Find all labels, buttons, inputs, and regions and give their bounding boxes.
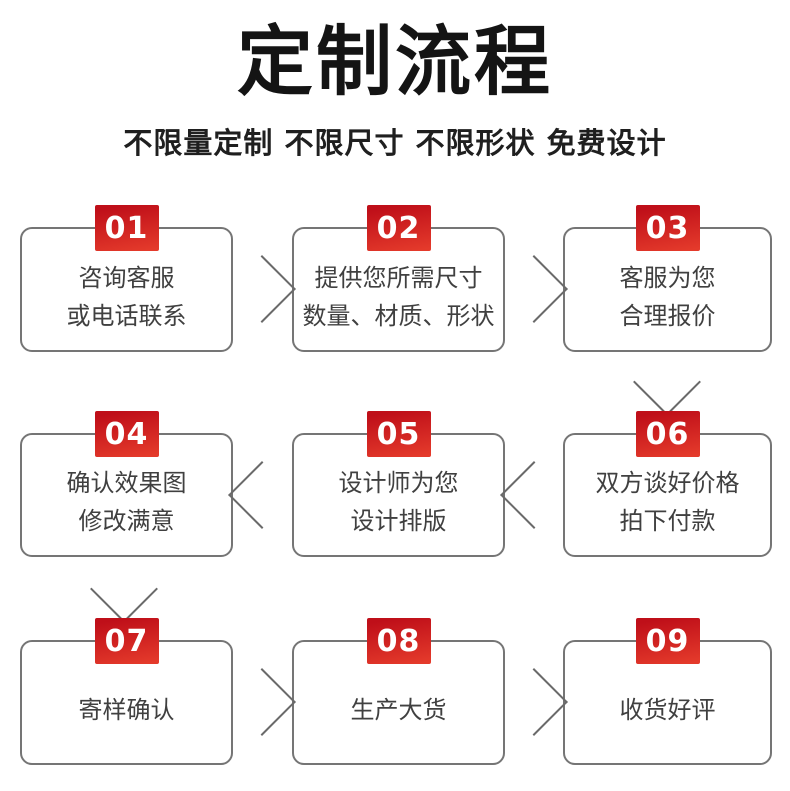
step-number: 02 xyxy=(376,210,421,246)
page-subtitle: 不限量定制 不限尺寸 不限形状 免费设计 xyxy=(123,126,667,160)
step-card-01: 01 咨询客服 或电话联系 xyxy=(20,205,233,352)
step-card-04: 04 确认效果图 修改满意 xyxy=(20,411,233,557)
step-card-03: 03 客服为您 合理报价 xyxy=(563,205,772,352)
step-number-badge: 01 xyxy=(94,205,159,251)
step-number: 01 xyxy=(104,210,149,246)
step-card-09: 09 收货好评 xyxy=(563,618,772,765)
arrow-left-icon xyxy=(500,461,568,529)
step-description: 客服为您 合理报价 xyxy=(619,263,716,330)
arrow-right-icon xyxy=(500,668,568,736)
step-card-07: 07 寄样确认 xyxy=(20,618,233,765)
step-card-06: 06 双方谈好价格 拍下付款 xyxy=(563,411,772,557)
step-description: 寄样确认 xyxy=(78,695,175,724)
step-card-05: 05 设计师为您 设计排版 xyxy=(292,411,505,557)
arrow-down-icon xyxy=(90,555,158,623)
step-description: 咨询客服 或电话联系 xyxy=(66,263,187,330)
step-description: 提供您所需尺寸 数量、材质、形状 xyxy=(302,263,495,330)
arrow-right-icon xyxy=(228,668,296,736)
arrow-right-icon xyxy=(228,255,296,323)
step-card-02: 02 提供您所需尺寸 数量、材质、形状 xyxy=(292,205,505,352)
step-number-badge: 04 xyxy=(94,411,159,457)
step-description: 确认效果图 修改满意 xyxy=(66,469,187,535)
step-description: 生产大货 xyxy=(350,695,447,724)
step-description: 双方谈好价格 拍下付款 xyxy=(595,469,740,535)
arrow-right-icon xyxy=(500,255,568,323)
step-number: 09 xyxy=(645,623,690,659)
step-number-badge: 02 xyxy=(366,205,431,251)
step-number-badge: 05 xyxy=(366,411,431,457)
step-number-badge: 07 xyxy=(94,618,159,664)
step-card-08: 08 生产大货 xyxy=(292,618,505,765)
step-number: 05 xyxy=(376,416,421,452)
arrow-down-icon xyxy=(633,348,701,416)
step-number-badge: 08 xyxy=(366,618,431,664)
step-description: 收货好评 xyxy=(619,695,716,724)
step-number-badge: 09 xyxy=(635,618,700,664)
step-number: 04 xyxy=(104,416,149,452)
page-title: 定制流程 xyxy=(237,17,553,106)
step-number-badge: 06 xyxy=(635,411,700,457)
step-number: 03 xyxy=(645,210,690,246)
step-number: 06 xyxy=(645,416,690,452)
step-number-badge: 03 xyxy=(635,205,700,251)
arrow-left-icon xyxy=(228,461,296,529)
step-number: 07 xyxy=(104,623,149,659)
step-description: 设计师为您 设计排版 xyxy=(338,469,459,535)
step-number: 08 xyxy=(376,623,421,659)
